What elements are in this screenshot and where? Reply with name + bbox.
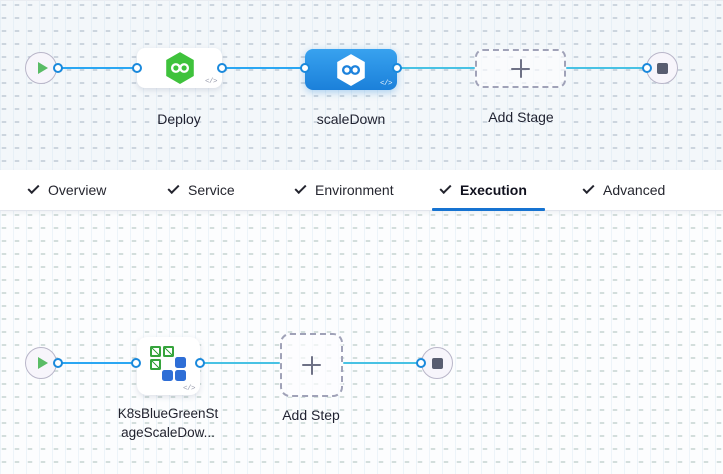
port-step-in: [131, 358, 141, 368]
check-icon: [582, 181, 595, 195]
edge-deploy-to-scaledown: [222, 67, 305, 69]
stage-label: scaleDown: [316, 111, 386, 127]
pipeline-start-node: [25, 52, 57, 84]
tab-execution[interactable]: Execution: [439, 170, 527, 210]
tab-label: Overview: [48, 182, 107, 198]
step-card-k8s-bg-scaledown[interactable]: [137, 337, 200, 395]
port-end-in: [642, 63, 652, 73]
add-step-label: Add Step: [282, 407, 340, 423]
add-step-button[interactable]: [280, 333, 343, 397]
port-step-out: [195, 358, 205, 368]
check-icon: [27, 181, 40, 195]
edge-start-to-step: [58, 362, 136, 364]
harness-cd-hexagon-icon: [337, 53, 365, 86]
tab-overview[interactable]: Overview: [27, 170, 107, 210]
port-start-out: [53, 63, 63, 73]
tab-label: Advanced: [603, 182, 666, 198]
edge-scaledown-to-addstage: [397, 67, 475, 69]
step-label-line2: ageScaleDow...: [121, 425, 215, 440]
add-stage-label: Add Stage: [488, 109, 554, 125]
edge-step-to-addstep: [200, 362, 280, 364]
code-yaml-icon: [183, 385, 195, 393]
tab-label: Execution: [460, 182, 527, 198]
play-icon: [37, 357, 48, 369]
port-scaledown-out: [392, 63, 402, 73]
check-icon: [167, 181, 180, 195]
edge-addstep-to-end: [343, 362, 421, 364]
stop-icon: [656, 62, 668, 74]
play-icon: [37, 62, 48, 74]
stop-icon: [431, 357, 443, 369]
k8s-blue-green-scale-down-icon: [150, 346, 188, 384]
stage-config-tabbar: Overview Service Environment Execution A…: [0, 170, 723, 211]
tab-advanced[interactable]: Advanced: [582, 170, 666, 210]
stage-graph-canvas[interactable]: Deploy scaleDown Add Stage: [0, 0, 723, 170]
code-yaml-icon: [205, 78, 217, 86]
check-icon: [439, 181, 452, 195]
edge-addstage-to-end: [566, 67, 647, 69]
port-end-in: [416, 358, 426, 368]
add-stage-button[interactable]: [475, 49, 566, 88]
check-icon: [294, 181, 307, 195]
port-scaledown-in: [300, 63, 310, 73]
port-start-out: [53, 358, 63, 368]
tab-label: Environment: [315, 182, 394, 198]
execution-end-node: [421, 347, 453, 379]
tab-service[interactable]: Service: [167, 170, 235, 210]
plus-icon: [511, 59, 530, 78]
tab-environment[interactable]: Environment: [294, 170, 394, 210]
stage-card-deploy[interactable]: [137, 48, 222, 88]
edge-start-to-deploy: [58, 67, 137, 69]
port-deploy-out: [217, 63, 227, 73]
code-yaml-icon: [380, 80, 392, 88]
tab-label: Service: [188, 182, 235, 198]
execution-graph-canvas[interactable]: K8sBlueGreenSt ageScaleDow... Add Step: [0, 211, 723, 474]
step-label-line1: K8sBlueGreenSt: [117, 406, 219, 421]
port-deploy-in: [132, 63, 142, 73]
harness-cd-hexagon-icon: [165, 52, 194, 84]
plus-icon: [302, 355, 321, 375]
stage-label: Deploy: [157, 111, 201, 127]
stage-card-scaledown[interactable]: [305, 49, 397, 90]
active-tab-underline: [432, 208, 545, 211]
step-label: K8sBlueGreenSt ageScaleDow...: [118, 404, 219, 442]
